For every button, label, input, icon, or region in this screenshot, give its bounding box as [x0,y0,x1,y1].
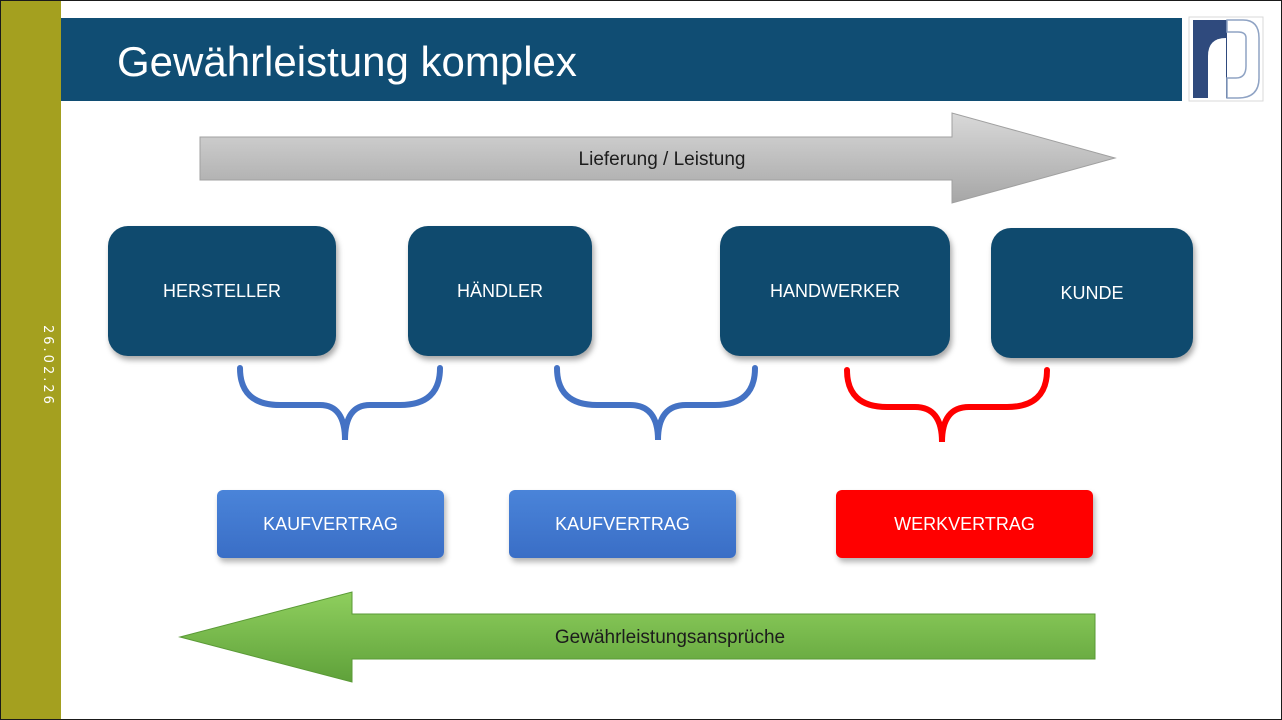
party-hersteller-label: HERSTELLER [162,280,282,301]
warranty-arrow-label: Gewährleistungsansprüche [554,627,786,648]
party-haendler: HÄNDLER [408,226,592,356]
slide-title: Gewährleistung komplex [117,38,577,85]
party-kunde-label: KUNDE [1060,282,1124,303]
contract-kaufvertrag-2: KAUFVERTRAG [509,490,736,558]
contract-kaufvertrag-1-label: KAUFVERTRAG [263,513,398,534]
party-handwerker: HANDWERKER [720,226,950,356]
contract-werkvertrag: WERKVERTRAG [836,490,1093,558]
party-haendler-label: HÄNDLER [456,280,544,301]
warranty-arrow [178,591,1096,683]
brace-haendler-handwerker [554,365,758,441]
party-handwerker-label: HANDWERKER [769,280,900,301]
contract-kaufvertrag-1: KAUFVERTRAG [217,490,444,558]
party-hersteller: HERSTELLER [108,226,336,356]
slide-date: 26.02.26 [40,325,55,407]
delivery-arrow-label: Lieferung / Leistung [578,149,746,170]
sidebar-stripe [1,1,61,719]
brace-hersteller-haendler [237,365,443,441]
brace-handwerker-kunde [844,367,1050,443]
delivery-arrow [199,112,1117,204]
contract-werkvertrag-label: WERKVERTRAG [894,513,1035,534]
party-kunde: KUNDE [991,228,1193,358]
title-bar [61,18,1182,101]
contract-kaufvertrag-2-label: KAUFVERTRAG [555,513,690,534]
company-logo [1188,16,1264,102]
